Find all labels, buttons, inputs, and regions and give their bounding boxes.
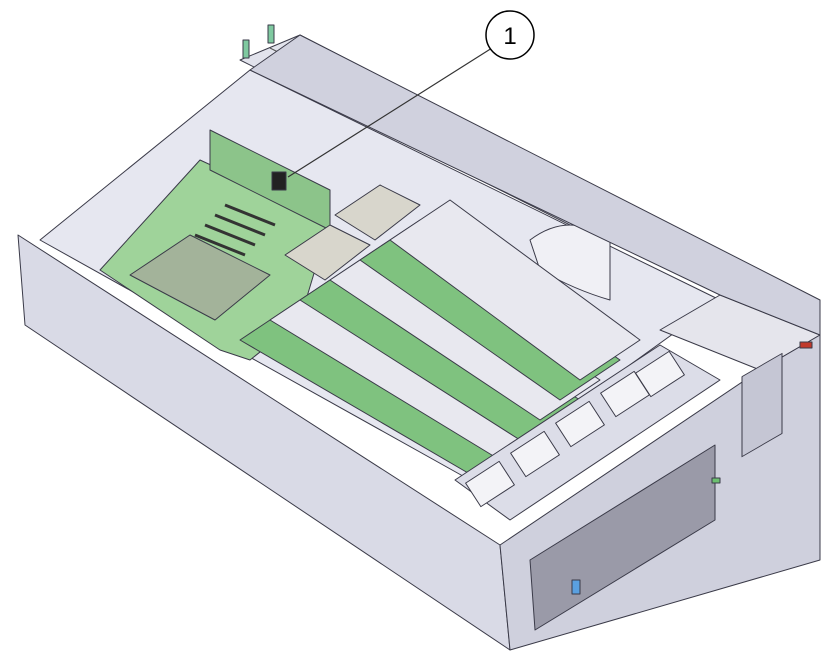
service-processor-card: [129, 234, 271, 321]
front-indicator-panel: [741, 352, 783, 458]
highlighted-component: [271, 171, 287, 191]
release-lever: [267, 24, 275, 44]
chassis-right-edge: [249, 34, 821, 336]
cpu-heatsink: [284, 224, 371, 281]
pcie-slots: [194, 203, 276, 257]
brand-label: [799, 341, 813, 349]
drive-trays: [465, 350, 685, 508]
callout-circle: [485, 10, 535, 60]
usb-port: [571, 579, 581, 595]
cpu-heatsink: [334, 184, 421, 241]
memory-risers: [239, 199, 641, 481]
callout-leader-line: [287, 47, 493, 178]
release-lever: [242, 39, 250, 59]
status-led: [711, 477, 721, 484]
callout-number: 1: [503, 23, 516, 50]
